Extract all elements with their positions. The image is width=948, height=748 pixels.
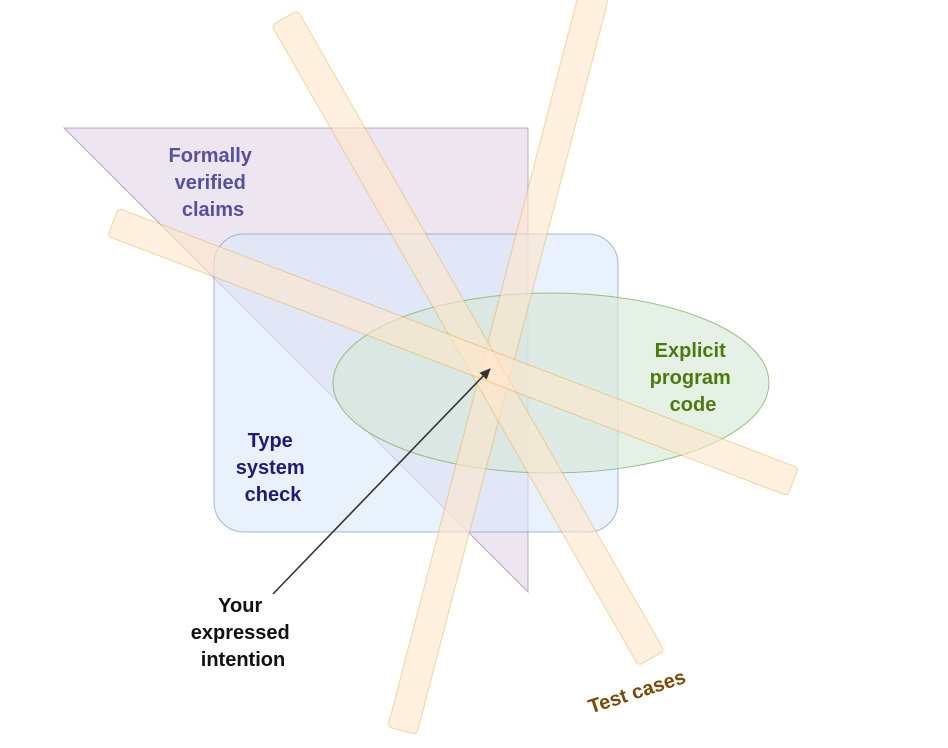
type-system-label: Type system check bbox=[236, 430, 311, 506]
program-code-label: Explicit program code bbox=[650, 340, 737, 416]
intention-label: Your expressed intention bbox=[191, 595, 296, 671]
intention-arrow bbox=[272, 368, 491, 595]
test-case-bars bbox=[108, 0, 798, 735]
formal-verification-label: Formally verified claims bbox=[169, 145, 258, 221]
test-case-bar-3 bbox=[108, 208, 798, 496]
test-cases-label: Test cases bbox=[586, 666, 689, 718]
